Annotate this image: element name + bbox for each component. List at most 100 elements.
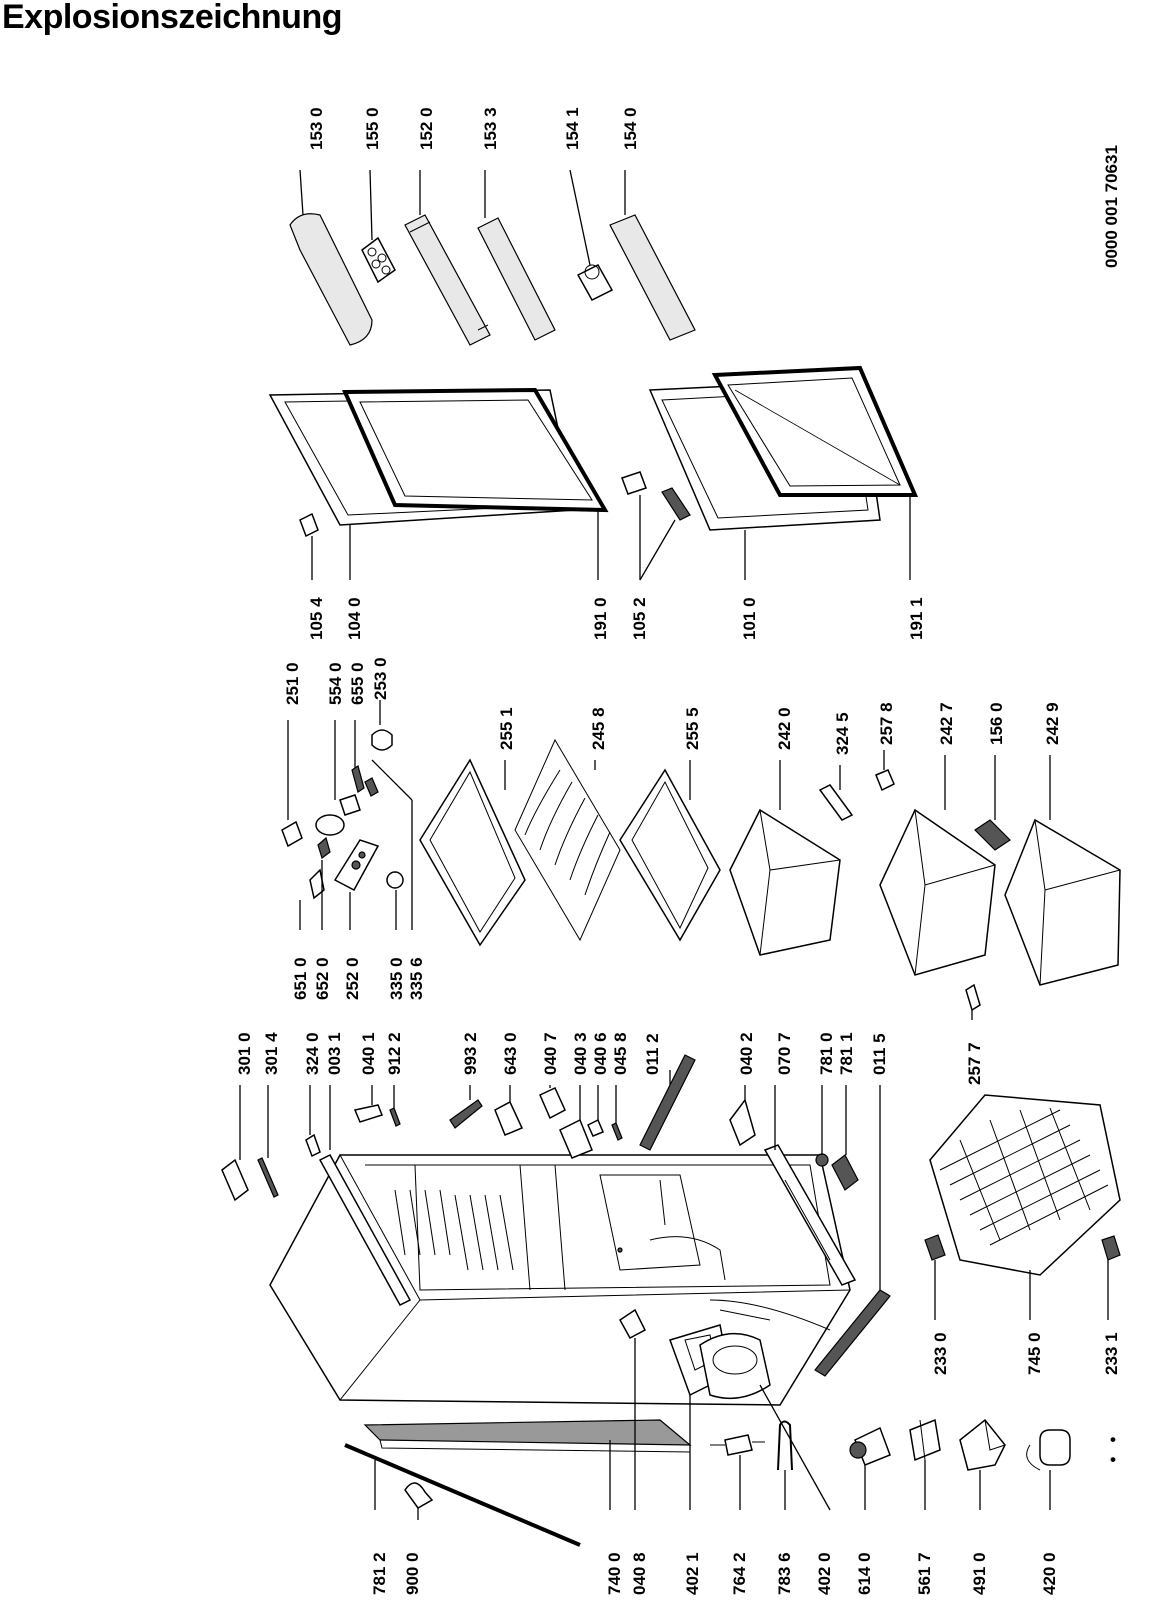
label-324-5: 324 5	[833, 712, 852, 755]
freezer-door-shelf-part	[609, 214, 696, 341]
compressor-group: 781 2 900 0 740 0 040 8 402 1 402 0 764 …	[344, 1299, 1116, 1595]
glass-shelf-lower-part	[619, 768, 721, 942]
drawer-handle-part	[818, 784, 854, 821]
label-781-1: 781 1	[837, 1032, 856, 1075]
freezer-drawer-lower-part	[1004, 818, 1121, 986]
label-651-0: 651 0	[291, 957, 310, 1000]
middle-hinge-pin-part	[661, 487, 691, 521]
label-252-0: 252 0	[343, 957, 362, 1000]
label-156-0: 156 0	[987, 702, 1006, 745]
label-783-6: 783 6	[775, 1552, 794, 1595]
bottle-shelf-part	[404, 214, 491, 346]
label-335-0: 335 0	[387, 957, 406, 1000]
crisper-drawer-part	[729, 808, 841, 956]
label-191-1: 191 1	[907, 597, 926, 640]
shelf-cover-part	[289, 213, 373, 346]
lamp-part	[364, 777, 379, 797]
condenser-part	[929, 1094, 1121, 1276]
hinge-washer-part	[587, 1118, 604, 1137]
label-561-7: 561 7	[915, 1552, 934, 1595]
middle-bracket-part	[539, 1087, 566, 1120]
bulb-holder-part	[351, 765, 365, 793]
label-233-0: 233 0	[931, 1332, 950, 1375]
freezer-drawer-upper-part	[879, 808, 996, 976]
lower-hinge-part	[729, 1098, 756, 1147]
drain-tube-part	[344, 1443, 581, 1547]
label-040-8: 040 8	[630, 1552, 649, 1595]
condenser-group: 233 0 745 0 233 1	[924, 1094, 1121, 1375]
upper-hinge-part	[353, 1104, 383, 1123]
label-105-2: 105 2	[630, 597, 649, 640]
label-003-1: 003 1	[325, 1032, 344, 1075]
base-rail-part	[363, 1419, 692, 1446]
label-554-0: 554 0	[326, 662, 345, 705]
document-number: 0000 001 70631	[1102, 145, 1121, 268]
switch-spring-part	[317, 836, 331, 859]
label-324-0: 324 0	[303, 1032, 322, 1075]
thermostat-part	[909, 1418, 941, 1462]
screw-part	[389, 1107, 401, 1127]
label-255-5: 255 5	[683, 707, 702, 750]
wire-shelf-part	[514, 738, 621, 942]
label-242-9: 242 9	[1043, 702, 1062, 745]
sensor-cable-part	[449, 1099, 483, 1129]
label-040-6: 040 6	[591, 1032, 610, 1075]
label-402-1: 402 1	[683, 1552, 702, 1595]
lamp-cap-part	[371, 729, 393, 751]
label-301-4: 301 4	[262, 1032, 281, 1075]
bottom-rail-part	[763, 1144, 857, 1286]
label-191-0: 191 0	[591, 597, 610, 640]
label-643-0: 643 0	[501, 1032, 520, 1075]
label-253-0: 253 0	[371, 657, 390, 700]
bracket-part	[494, 1100, 524, 1136]
capacitor-part	[1039, 1429, 1071, 1466]
label-764-2: 764 2	[730, 1552, 749, 1595]
foot-part	[815, 1153, 829, 1167]
label-104-0: 104 0	[345, 597, 364, 640]
label-153-3: 153 3	[481, 107, 500, 150]
label-153-0: 153 0	[307, 107, 326, 150]
lower-door-gasket-part	[711, 365, 919, 497]
middle-hinge-part	[621, 471, 647, 495]
door-shelf-part	[477, 217, 556, 341]
label-740-0: 740 0	[605, 1552, 624, 1595]
light-cover-part	[281, 820, 303, 848]
label-233-1: 233 1	[1102, 1332, 1121, 1375]
door-shelves-group: 153 0 155 0 152 0 153 3 154 1 154 0	[289, 107, 696, 346]
side-strip-lower-part	[814, 1289, 891, 1377]
label-040-3: 040 3	[571, 1032, 590, 1075]
glass-shelf-upper-part	[419, 758, 526, 947]
label-154-0: 154 0	[621, 107, 640, 150]
bullet-marker-2: •	[1110, 1450, 1116, 1469]
label-155-0: 155 0	[363, 107, 382, 150]
handle-part	[305, 1133, 321, 1158]
terminal-cover-part	[959, 1418, 1006, 1471]
lamp-socket-part	[339, 794, 361, 816]
grille-part	[831, 1154, 859, 1191]
page-title: Explosionszeichnung	[2, 0, 342, 36]
label-105-4: 105 4	[307, 597, 326, 640]
thermostat-knob-part	[315, 814, 345, 836]
label-040-1: 040 1	[359, 1032, 378, 1075]
label-912-2: 912 2	[385, 1032, 404, 1075]
label-011-2: 011 2	[643, 1033, 662, 1075]
bullet-marker: •	[1110, 1430, 1116, 1449]
label-255-1: 255 1	[497, 707, 516, 750]
label-491-0: 491 0	[970, 1552, 989, 1595]
drawer-runner-part	[965, 983, 981, 1012]
hinge-cover-part	[221, 1158, 249, 1202]
capillary-tube-part	[777, 1420, 793, 1471]
label-652-0: 652 0	[313, 957, 332, 1000]
ice-tray-part	[974, 819, 1011, 851]
label-900-0: 900 0	[403, 1552, 422, 1595]
label-420-0: 420 0	[1040, 1552, 1059, 1595]
label-335-6: 335 6	[407, 957, 426, 1000]
shelves-drawers-group: 251 0 554 0 655 0 253 0 651 0 652 0 252 …	[281, 657, 1121, 1085]
door-hinge-part	[299, 512, 319, 538]
switch-part	[309, 868, 325, 900]
seal-strip-part	[257, 1157, 279, 1198]
label-242-7: 242 7	[937, 702, 956, 745]
label-745-0: 745 0	[1025, 1332, 1044, 1375]
cabinet-right-parts: 301 0 301 4 324 0 003 1 040 1 912 2 993 …	[221, 1032, 891, 1377]
